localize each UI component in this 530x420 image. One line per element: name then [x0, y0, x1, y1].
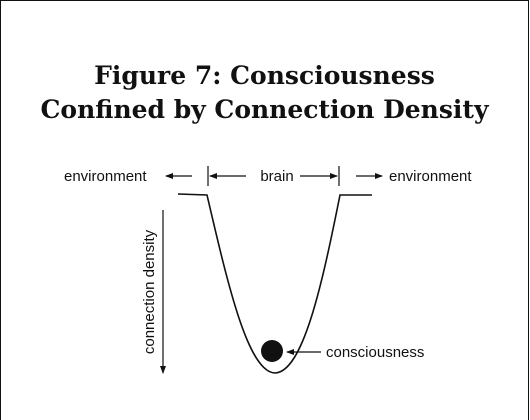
brain-label: brain: [260, 168, 293, 185]
consciousness-ball: [261, 340, 283, 362]
environment-right-label: environment: [389, 168, 472, 185]
connection-density-label: connection density: [141, 229, 158, 354]
figure-title-line-1: Figure 7: Consciousness: [94, 61, 435, 90]
consciousness-well-diagram: environment brain environment connection…: [64, 166, 472, 374]
environment-left-label: environment: [64, 168, 147, 185]
figure-title-line-2: Confined by Connection Density: [40, 95, 489, 124]
figure-title: Figure 7: Consciousness Confined by Conn…: [1, 59, 528, 127]
consciousness-label: consciousness: [326, 344, 424, 361]
connection-density-well-curve: [177, 193, 372, 374]
